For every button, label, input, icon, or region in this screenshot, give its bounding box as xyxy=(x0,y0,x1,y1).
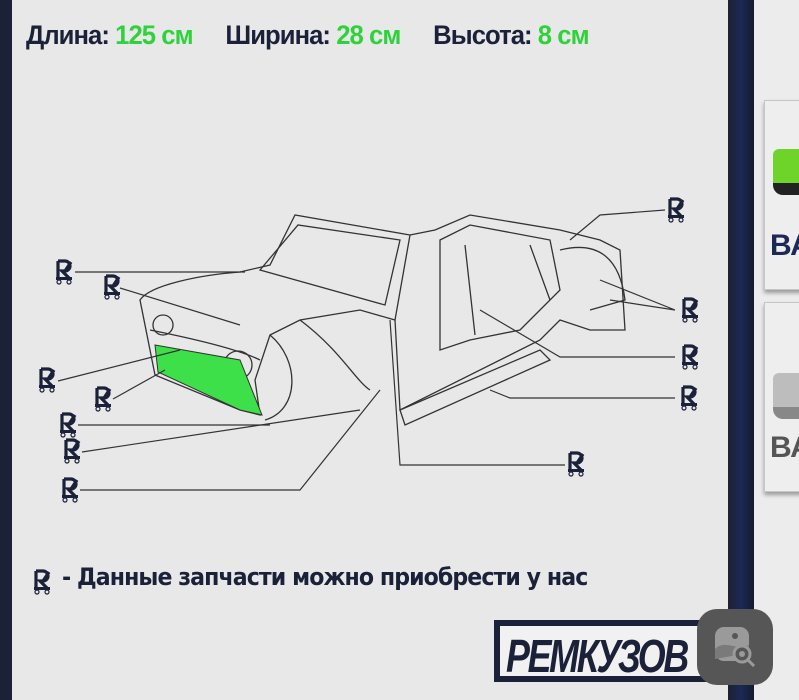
related-product-card[interactable]: ВА xyxy=(764,100,799,290)
left-edge xyxy=(0,0,12,700)
panel-border xyxy=(728,0,754,700)
card-label: ВА xyxy=(770,229,799,262)
width-value: 28 см xyxy=(336,20,401,50)
tow-truck-r-icon xyxy=(54,259,74,286)
car-thumbnail xyxy=(773,149,799,195)
legend-caption: - Данные запчасти можно приобрести у нас xyxy=(62,563,588,591)
product-image-panel xyxy=(12,0,728,700)
length-value: 125 см xyxy=(115,20,193,50)
tow-truck-r-icon xyxy=(679,385,699,412)
tow-truck-r-icon xyxy=(666,197,686,224)
leader-lines xyxy=(57,209,676,491)
related-products-sidebar: ВА ВА xyxy=(754,0,799,700)
card-label: ВА xyxy=(770,431,799,464)
tow-truck-r-icon xyxy=(680,297,700,324)
purchasable-part-markers xyxy=(32,197,700,596)
car-body-outline xyxy=(139,214,626,426)
related-product-card[interactable]: ВА xyxy=(764,302,799,492)
image-search-icon xyxy=(715,627,756,668)
height-label: Высота: xyxy=(433,20,532,50)
width-label: Ширина: xyxy=(225,20,331,50)
length-label: Длина: xyxy=(26,20,110,50)
tow-truck-r-icon xyxy=(60,477,80,504)
tow-truck-r-icon xyxy=(37,367,57,394)
tow-truck-r-icon xyxy=(32,569,52,596)
tow-truck-r-icon xyxy=(93,386,113,413)
height-value: 8 см xyxy=(537,20,590,50)
logo-text: РЕМКУЗОВ xyxy=(506,630,689,682)
tow-truck-r-icon xyxy=(102,274,122,301)
highlighted-front-panel xyxy=(154,344,263,416)
car-thumbnail xyxy=(773,373,799,419)
tow-truck-r-icon xyxy=(58,412,78,439)
tow-truck-r-icon xyxy=(566,451,586,478)
dimensions: Длина: 125 см Ширина: 28 см Высота: 8 см xyxy=(26,20,615,51)
remkuzov-logo: РЕМКУЗОВ xyxy=(494,620,724,682)
image-search-button[interactable] xyxy=(697,609,773,685)
tow-truck-r-icon xyxy=(680,344,700,371)
tow-truck-r-icon xyxy=(62,438,82,465)
